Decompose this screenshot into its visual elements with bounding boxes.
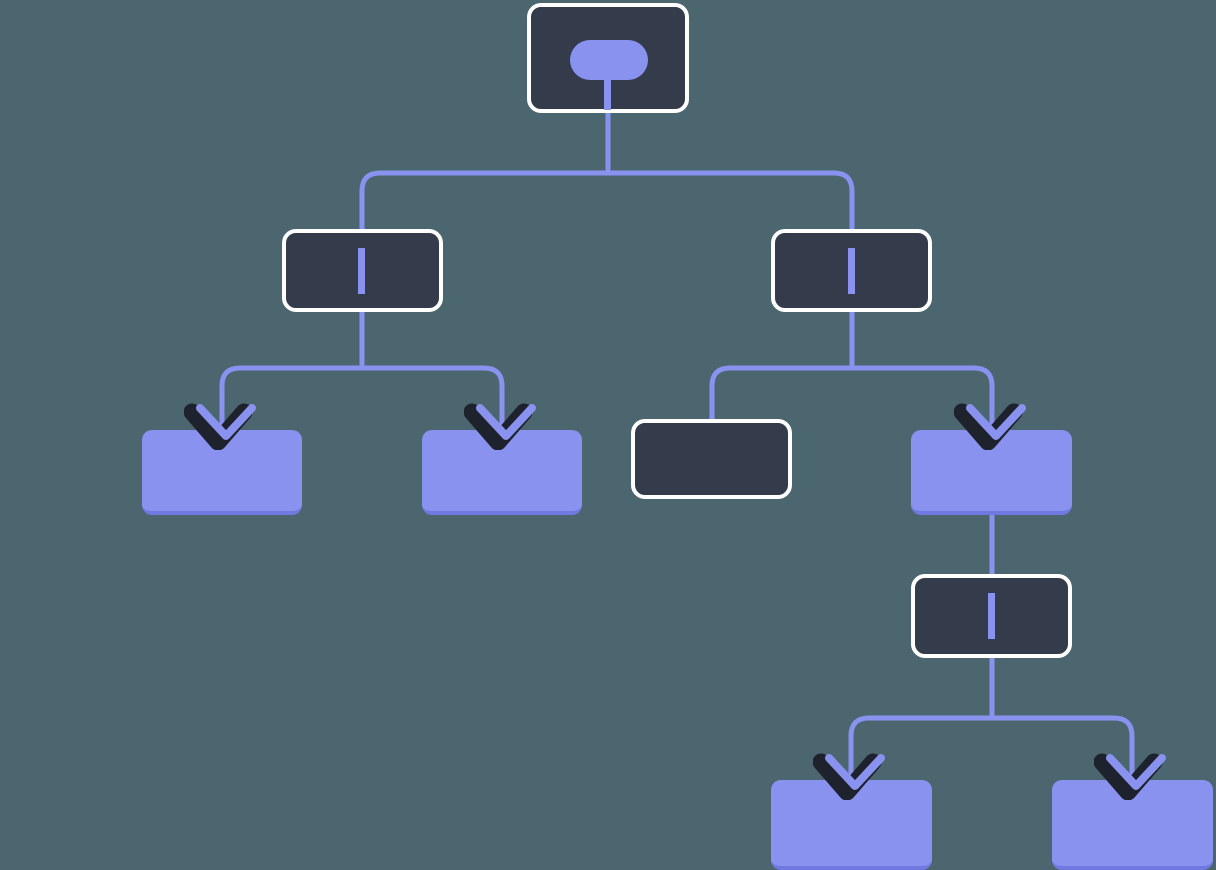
branch-node-lower-inner-line — [988, 593, 995, 639]
edge-root-to-branch-left — [359, 113, 611, 229]
root-node-pill-icon — [570, 40, 648, 80]
edge-branch-right-to-leaf-3 — [852, 365, 995, 432]
edge-branch-right-to-terminal — [709, 365, 852, 419]
edge-branch-left-to-leaf-1 — [219, 365, 362, 432]
leaf-node-1[interactable] — [142, 430, 302, 515]
leaf-node-2[interactable] — [422, 430, 582, 515]
root-node-stem — [604, 78, 611, 110]
edge-branch-lower-to-leaf-5 — [992, 715, 1135, 782]
branch-node-right[interactable] — [771, 229, 932, 312]
edge-root-to-branch-right — [605, 113, 855, 229]
terminal-node-plain[interactable] — [631, 419, 792, 499]
leaf-node-5[interactable] — [1052, 780, 1213, 870]
edge-branch-left-to-leaf-2 — [362, 365, 505, 432]
edge-branch-lower-to-leaf-4 — [848, 715, 992, 782]
branch-node-right-inner-line — [848, 248, 855, 294]
branch-node-left-inner-line — [358, 248, 365, 294]
leaf-node-4[interactable] — [771, 780, 932, 870]
leaf-node-3[interactable] — [911, 430, 1072, 515]
